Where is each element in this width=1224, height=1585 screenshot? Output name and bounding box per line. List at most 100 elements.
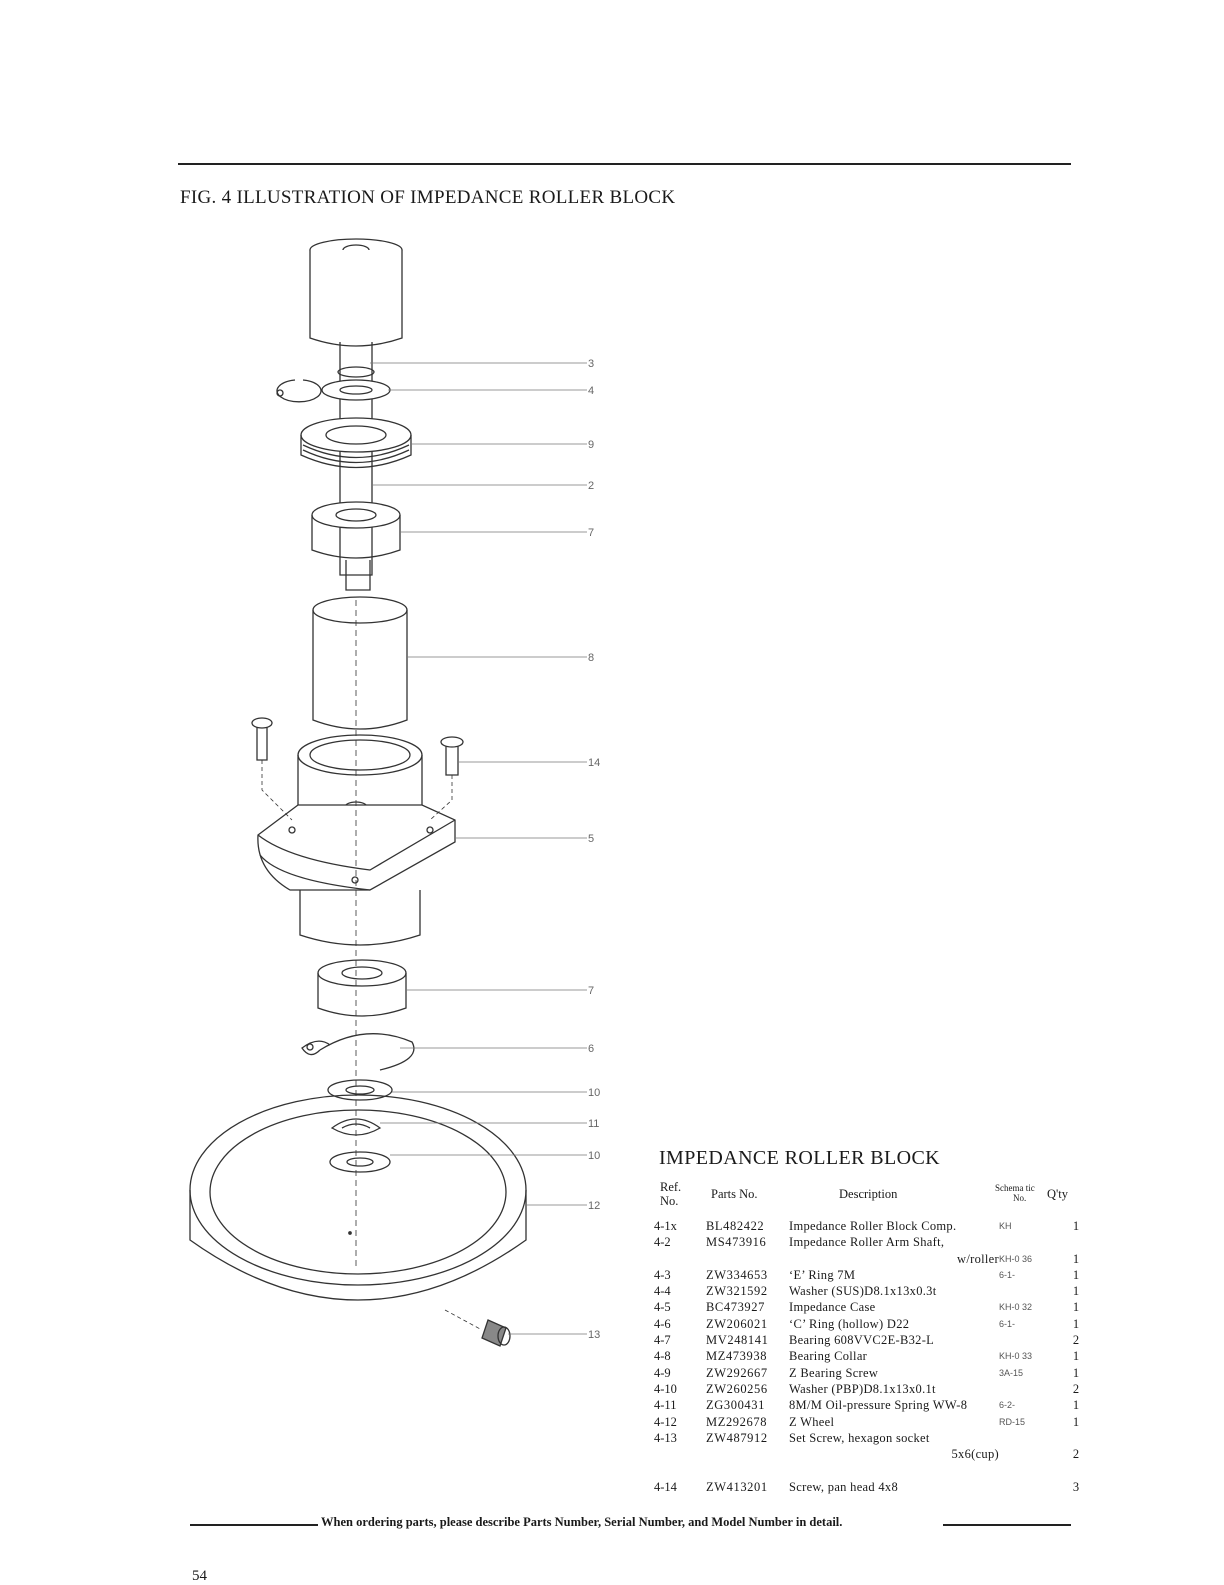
cell-schematic: 6-1- — [999, 1269, 1016, 1280]
washer-10-lower — [329, 1151, 391, 1173]
bearing-bottom-7 — [317, 959, 407, 1017]
cell-ref — [654, 1462, 706, 1478]
cell-ref: 4-3 — [654, 1267, 671, 1282]
cell-schematic: 6-2- — [999, 1400, 1016, 1411]
cell-qty — [1061, 1462, 1091, 1478]
callout-6: 6 — [588, 1043, 594, 1055]
cell-parts-no — [706, 1446, 789, 1462]
table-row — [654, 1462, 1091, 1478]
cell-description: w/roller — [957, 1251, 999, 1266]
z-wheel-12 — [189, 1094, 527, 1301]
cell-ref: 4-9 — [654, 1365, 671, 1380]
cell-description: Impedance Roller Block Comp. — [789, 1219, 957, 1233]
cell-qty: 1 — [1072, 1316, 1080, 1331]
callout-8: 8 — [588, 652, 594, 664]
header-parts-no: Parts No. — [711, 1187, 758, 1201]
cell-schematic — [999, 1430, 1061, 1446]
cell-parts-no: ZG300431 — [706, 1398, 765, 1413]
cell-description: Washer (SUS)D8.1x13x0.3t — [789, 1284, 937, 1299]
arm-shaft — [337, 342, 375, 576]
cell-ref: 4-2 — [654, 1235, 671, 1250]
exploded-view-drawing: 3 4 9 2 7 8 14 5 7 6 10 11 10 12 13 — [189, 238, 600, 1347]
cell-parts-no: ZW206021 — [706, 1316, 768, 1331]
callout-3: 3 — [588, 358, 594, 370]
cell-description: 8M/M Oil-pressure Spring WW-8 — [789, 1398, 968, 1413]
header-qty: Q'ty — [1047, 1187, 1069, 1201]
callout-7-lower: 7 — [588, 985, 594, 997]
cell-ref: 4-4 — [654, 1284, 671, 1299]
cell-description: Set Screw, hexagon socket — [789, 1430, 930, 1445]
cell-ref: 4-8 — [654, 1349, 671, 1364]
cell-parts-no: MV248141 — [706, 1333, 769, 1348]
cell-schematic — [999, 1381, 1061, 1397]
figure-title: FIG. 4 ILLUSTRATION OF IMPEDANCE ROLLER … — [180, 187, 676, 208]
cell-schematic: 3A-15 — [999, 1367, 1024, 1378]
cell-ref: 4-14 — [654, 1479, 677, 1494]
parts-list-title: IMPEDANCE ROLLER BLOCK — [659, 1147, 941, 1169]
cell-qty: 1 — [1072, 1284, 1080, 1299]
cell-parts-no — [706, 1462, 789, 1478]
cell-schematic: KH-0 36 — [999, 1253, 1033, 1264]
cell-description — [789, 1462, 999, 1478]
cell-parts-no: ZW334653 — [706, 1267, 768, 1282]
table-row: 4-4 ZW321592 Washer (SUS)D8.1x13x0.3t 1 — [654, 1283, 1091, 1299]
cell-qty: 1 — [1072, 1365, 1080, 1380]
cell-qty: 1 — [1072, 1349, 1080, 1364]
cell-schematic — [999, 1446, 1061, 1462]
header-ref-no: Ref. No. — [660, 1180, 682, 1208]
impedance-case-5 — [257, 734, 456, 946]
washer-10-upper — [327, 1079, 393, 1101]
cell-ref: 4-11 — [654, 1398, 677, 1413]
bearing-top-7 — [311, 501, 401, 559]
bearing-screw-9 — [300, 417, 412, 469]
cell-description: Impedance Case — [789, 1300, 876, 1315]
cell-schematic — [999, 1332, 1061, 1348]
cell-schematic — [999, 1462, 1061, 1478]
top-rule — [178, 163, 1071, 165]
header-schematic-no: Schema tic No. — [995, 1183, 1035, 1203]
callout-11: 11 — [588, 1118, 599, 1130]
callout-2: 2 — [588, 480, 594, 492]
cell-schematic — [999, 1234, 1061, 1250]
callout-5: 5 — [588, 833, 594, 845]
header-description: Description — [839, 1187, 898, 1201]
cell-parts-no: ZW487912 — [706, 1430, 768, 1445]
callout-10-upper: 10 — [588, 1087, 600, 1099]
cell-parts-no: MZ292678 — [706, 1414, 768, 1429]
cell-ref: 4-10 — [654, 1381, 677, 1396]
cell-schematic — [999, 1479, 1061, 1495]
cell-schematic: KH — [999, 1221, 1012, 1231]
cell-qty: 2 — [1072, 1447, 1080, 1462]
cell-description: Washer (PBP)D8.1x13x0.1t — [789, 1381, 936, 1396]
bearing-collar-8 — [312, 596, 408, 730]
page-number: 54 — [192, 1568, 207, 1584]
cell-qty: 3 — [1072, 1479, 1080, 1494]
cell-qty: 2 — [1072, 1333, 1080, 1348]
cell-parts-no: MZ473938 — [706, 1349, 768, 1364]
ordering-note: When ordering parts, please describe Par… — [321, 1515, 843, 1529]
cell-description: Bearing Collar — [789, 1349, 868, 1364]
cell-qty: 1 — [1072, 1414, 1080, 1429]
set-screw-13 — [481, 1319, 511, 1347]
cell-schematic: KH-0 32 — [999, 1302, 1033, 1313]
cell-schematic: RD-15 — [999, 1416, 1026, 1427]
cell-description: Screw, pan head 4x8 — [789, 1479, 899, 1494]
cell-ref — [654, 1446, 706, 1462]
c-ring-6 — [301, 1033, 415, 1071]
cell-description: Bearing 608VVC2E-B32-L — [789, 1333, 935, 1348]
table-row: 5x6(cup)2 — [654, 1446, 1091, 1462]
cell-parts-no: ZW321592 — [706, 1284, 768, 1299]
cell-schematic: 6-1- — [999, 1318, 1016, 1329]
cell-qty — [1061, 1234, 1091, 1250]
